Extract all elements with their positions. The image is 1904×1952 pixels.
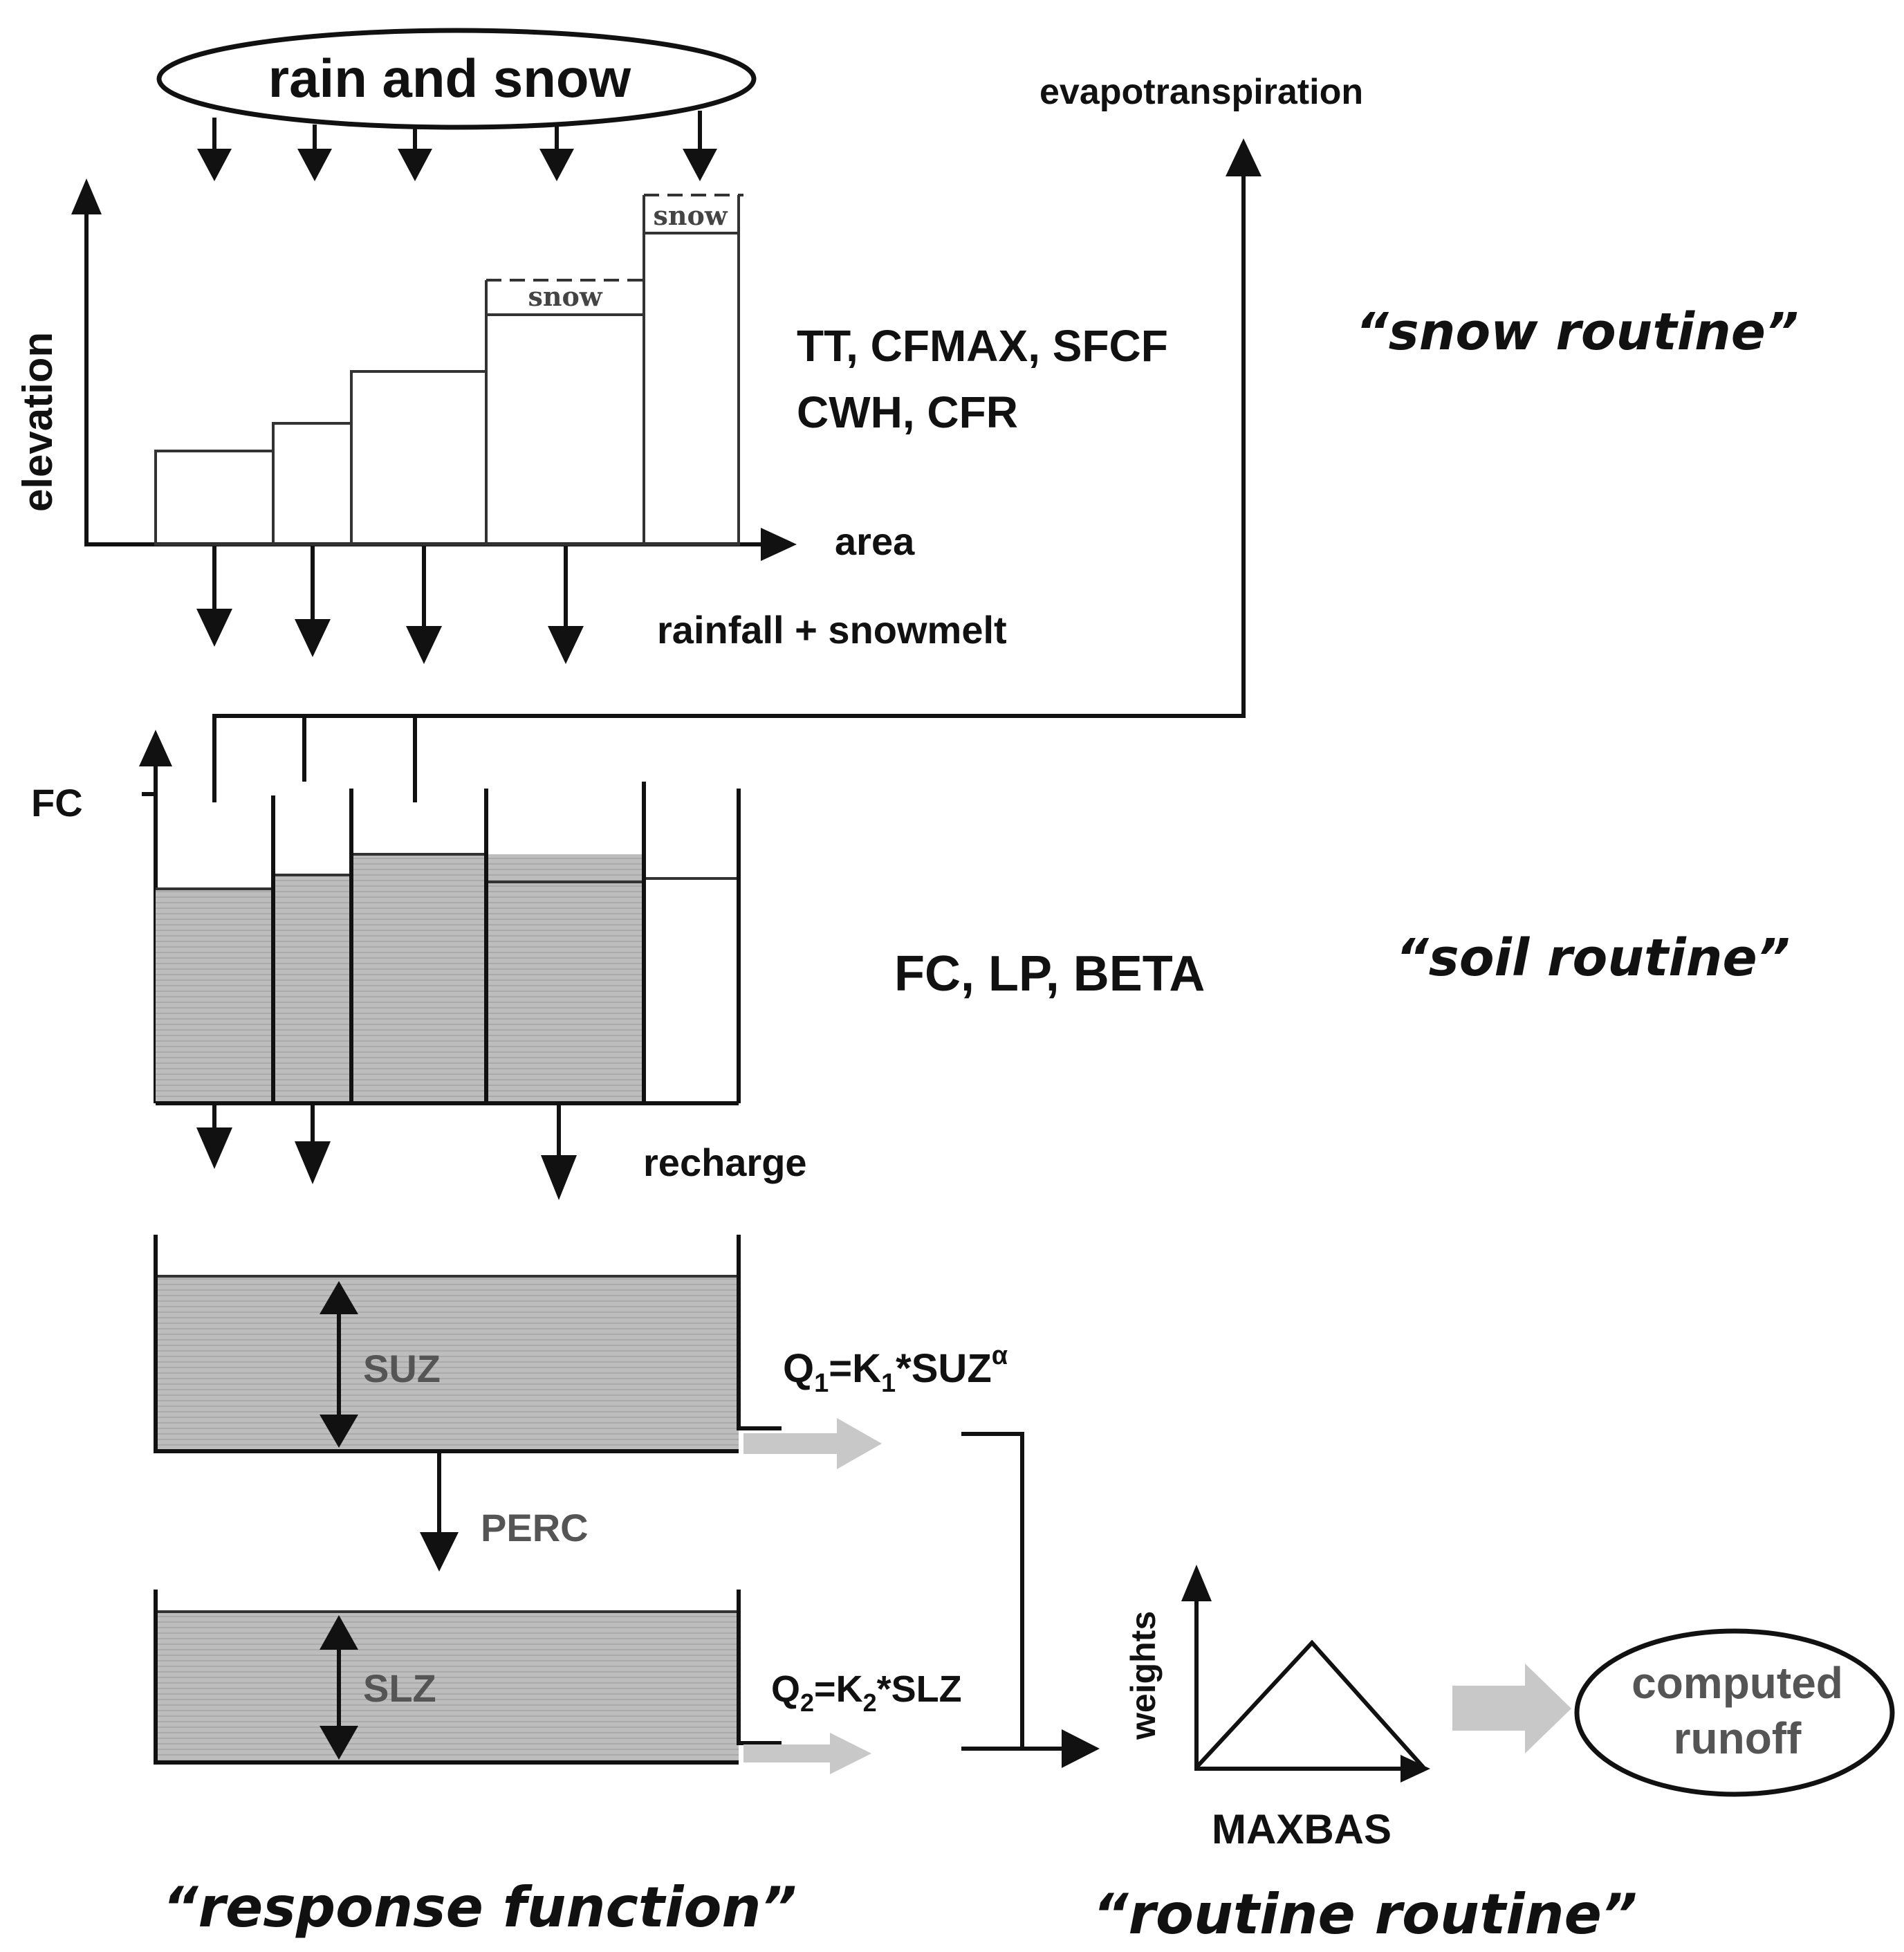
response-function-title: “response function” bbox=[163, 1875, 797, 1940]
q2-outflow-arrow bbox=[743, 1733, 871, 1774]
snow-layer-band-4: snow bbox=[485, 279, 645, 315]
soil-params-label: FC, LP, BETA bbox=[894, 946, 1205, 1002]
snow-params-line-2: CWH, CFR bbox=[797, 387, 1018, 437]
maxbas-label: MAXBAS bbox=[1212, 1806, 1392, 1852]
snow-layer-band-5: snow bbox=[643, 194, 743, 233]
elevation-band-5 bbox=[643, 232, 740, 546]
melt-arrows bbox=[196, 546, 584, 664]
elevation-band-1 bbox=[154, 450, 275, 546]
area-axis-label: area bbox=[835, 519, 915, 563]
elevation-area-chart: elevation area snow snow bbox=[15, 178, 915, 563]
routing-routine-title: “routine routine” bbox=[1093, 1882, 1637, 1946]
elevation-band-3 bbox=[350, 370, 488, 546]
snow-params-line-1: TT, CFMAX, SFCF bbox=[797, 321, 1168, 371]
runoff-arrow bbox=[1452, 1664, 1571, 1753]
q1-outflow-arrow bbox=[743, 1418, 882, 1469]
elevation-axis-label: elevation bbox=[15, 332, 61, 512]
soil-routine-title: “soil routine” bbox=[1396, 928, 1790, 988]
recharge-label: recharge bbox=[643, 1141, 807, 1184]
maxbas-triangle-plot: weights MAXBAS bbox=[1124, 1565, 1430, 1852]
precipitation-arrows bbox=[197, 111, 717, 181]
slz-label: SLZ bbox=[363, 1666, 436, 1710]
combine-bracket bbox=[961, 1432, 1100, 1768]
elevation-band-4 bbox=[485, 313, 645, 546]
snow-label-band-4: snow bbox=[528, 281, 602, 312]
evapotranspiration-label: evapotranspiration bbox=[1039, 72, 1363, 112]
perc-label: PERC bbox=[481, 1506, 589, 1549]
q2-equation: Q2=K2*SLZ bbox=[771, 1668, 962, 1717]
rainfall-snowmelt-label: rainfall + snowmelt bbox=[657, 608, 1007, 652]
suz-label: SUZ bbox=[363, 1347, 441, 1390]
precipitation-label: rain and snow bbox=[268, 48, 631, 109]
snow-label-band-5: snow bbox=[653, 200, 728, 231]
precipitation-node: rain and snow bbox=[156, 28, 757, 130]
computed-runoff-node: computed runoff bbox=[1574, 1628, 1895, 1797]
computed-runoff-line-1: computed bbox=[1632, 1658, 1843, 1708]
soil-moisture-chart: FC bbox=[31, 730, 741, 1105]
weights-axis-label: weights bbox=[1124, 1611, 1163, 1740]
percolation-arrow bbox=[420, 1453, 459, 1572]
elevation-band-2 bbox=[272, 422, 353, 546]
recharge-arrows bbox=[196, 1105, 577, 1200]
fc-axis-label: FC bbox=[31, 781, 83, 825]
computed-runoff-line-2: runoff bbox=[1674, 1713, 1802, 1763]
q1-equation: Q1=K1*SUZα bbox=[783, 1341, 1008, 1398]
evapotranspiration-arrow bbox=[212, 138, 1261, 802]
lower-zone-tank: SLZ bbox=[154, 1590, 782, 1765]
upper-zone-tank: SUZ bbox=[154, 1235, 782, 1453]
snow-routine-title: “snow routine” bbox=[1356, 302, 1799, 362]
